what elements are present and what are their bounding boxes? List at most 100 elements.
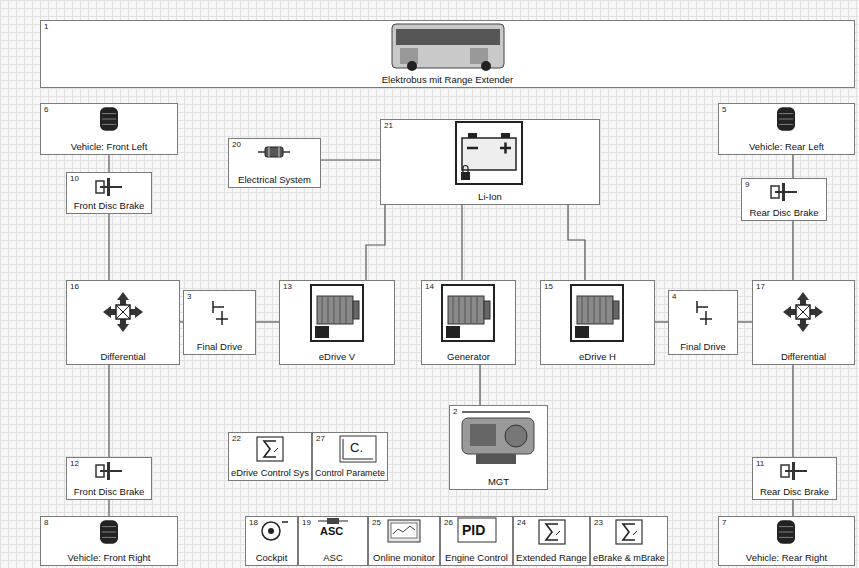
- final-drive-box: 3Final Drive: [183, 290, 256, 355]
- battery-icon-part: [456, 122, 522, 184]
- block-label: Li-Ion: [478, 191, 502, 202]
- block-number: 6: [44, 105, 48, 114]
- block-number: 26: [444, 518, 453, 527]
- battery-icon-part: [463, 166, 468, 172]
- control-icon-part: [257, 437, 283, 461]
- block-number: 3: [187, 292, 191, 301]
- block-number: 22: [232, 434, 241, 443]
- connector-line: [655, 321, 668, 322]
- block-number: 21: [384, 121, 393, 130]
- battery-box: 21Li-Ion: [380, 119, 600, 205]
- mgt-photo-part: [462, 418, 534, 454]
- connector-line: [479, 365, 480, 405]
- block-number: 11: [756, 459, 764, 468]
- block-label: eBrake & mBrake: [593, 553, 665, 563]
- icon-text: C.: [350, 441, 363, 454]
- bus-photo-part: [396, 29, 500, 45]
- differential-box: 16Differential: [66, 280, 180, 365]
- battery-icon-part: [468, 133, 477, 138]
- block-label: Final Drive: [680, 341, 725, 352]
- control-icon-part: [539, 520, 565, 544]
- connector-line: [792, 155, 793, 178]
- block-label: Differential: [100, 351, 145, 362]
- connector-line: [108, 155, 109, 172]
- connector-line: [108, 500, 109, 516]
- mgt-photo-part: [462, 411, 530, 413]
- block-label: Generator: [447, 351, 490, 362]
- block-label: Cockpit: [256, 552, 288, 563]
- tire-icon-part: [100, 520, 118, 543]
- motor-icon-part: [311, 285, 363, 341]
- mgt-photo-part: [470, 424, 496, 446]
- block-number: 2: [453, 407, 457, 416]
- bus-photo-part: [407, 61, 417, 71]
- final-drive-box: 4Final Drive: [668, 290, 738, 355]
- block-label: Differential: [781, 351, 826, 362]
- monitor-icon-part: [388, 520, 420, 542]
- block-number: 8: [44, 518, 48, 527]
- wheel-box: 5Vehicle: Rear Left: [718, 103, 855, 155]
- fuse-icon-part: [265, 147, 283, 157]
- differential-icon-part: [783, 292, 823, 332]
- block-number: 18: [249, 518, 258, 527]
- motor-box: 15eDrive H: [540, 280, 655, 365]
- monitor-icon-part: [391, 523, 417, 538]
- battery-icon-part: [467, 147, 478, 150]
- block-label: Engine Control: [445, 552, 508, 563]
- battery-icon: [456, 122, 522, 184]
- asc-box: 19ASC: [298, 516, 368, 566]
- parameter-icon-part: [343, 439, 373, 459]
- brake-icon-part: [96, 462, 122, 480]
- block-number: 23: [594, 518, 603, 527]
- wheel-box: 6Vehicle: Front Left: [40, 103, 178, 155]
- parameter-box: 27Control Paramete: [312, 432, 388, 481]
- cockpit-icon-part: [268, 528, 274, 534]
- brake-box: 10Front Disc Brake: [66, 172, 152, 214]
- block-label: Front Disc Brake: [74, 486, 145, 497]
- monitor-box: 25Online monitor: [368, 516, 440, 566]
- block-number: 4: [672, 292, 676, 301]
- block-label: eDrive Control Sys: [231, 468, 309, 478]
- block-number: 19: [302, 518, 311, 527]
- block-label: Extended Range: [516, 552, 587, 563]
- block-label: Vehicle: Front Right: [68, 552, 151, 563]
- fuse-icon: [258, 147, 290, 157]
- connector-line: [108, 365, 109, 457]
- block-label: Elektrobus mit Range Extender: [382, 74, 513, 85]
- block-label: Front Disc Brake: [74, 200, 145, 211]
- block-label: Final Drive: [197, 341, 242, 352]
- block-number: 9: [745, 180, 749, 189]
- battery-icon-part: [461, 172, 470, 180]
- battery-icon-part: [501, 133, 510, 138]
- brake-icon: [96, 178, 807, 480]
- controller-box: 24Extended Range: [513, 516, 590, 566]
- pid-icon: [458, 518, 496, 542]
- connector-line: [792, 221, 793, 280]
- tire-icon-part: [777, 107, 795, 130]
- block-number: 13: [283, 282, 292, 291]
- fuse-icon-part: [269, 147, 270, 157]
- block-label: Control Paramete: [315, 468, 385, 478]
- wheel-box: 7Vehicle: Rear Right: [718, 516, 855, 566]
- final-drive-icon-part: [697, 301, 712, 325]
- cockpit-icon-part: [262, 522, 280, 540]
- block-label: Electrical System: [238, 174, 311, 185]
- bus-photo-part: [481, 61, 491, 71]
- connector-line: [108, 214, 109, 280]
- motor-icon: [311, 285, 623, 341]
- controller-box: 22 eDrive Control Sys: [228, 432, 312, 481]
- bus-photo-part: [400, 48, 418, 64]
- asc-icon: [318, 518, 348, 524]
- block-number: 5: [722, 105, 726, 114]
- asc-icon-part: [327, 518, 339, 524]
- connector-line: [792, 500, 793, 516]
- battery-icon-part: [462, 138, 516, 170]
- icon-text: PID: [462, 523, 485, 537]
- differential-box: 17Differential: [752, 280, 855, 365]
- generator-box: 14Generator: [421, 280, 516, 365]
- brake-box: 12Front Disc Brake: [66, 457, 152, 500]
- parameter-icon-part: [340, 436, 376, 462]
- monitor-icon-part: [393, 526, 415, 534]
- block-number: 17: [756, 282, 765, 291]
